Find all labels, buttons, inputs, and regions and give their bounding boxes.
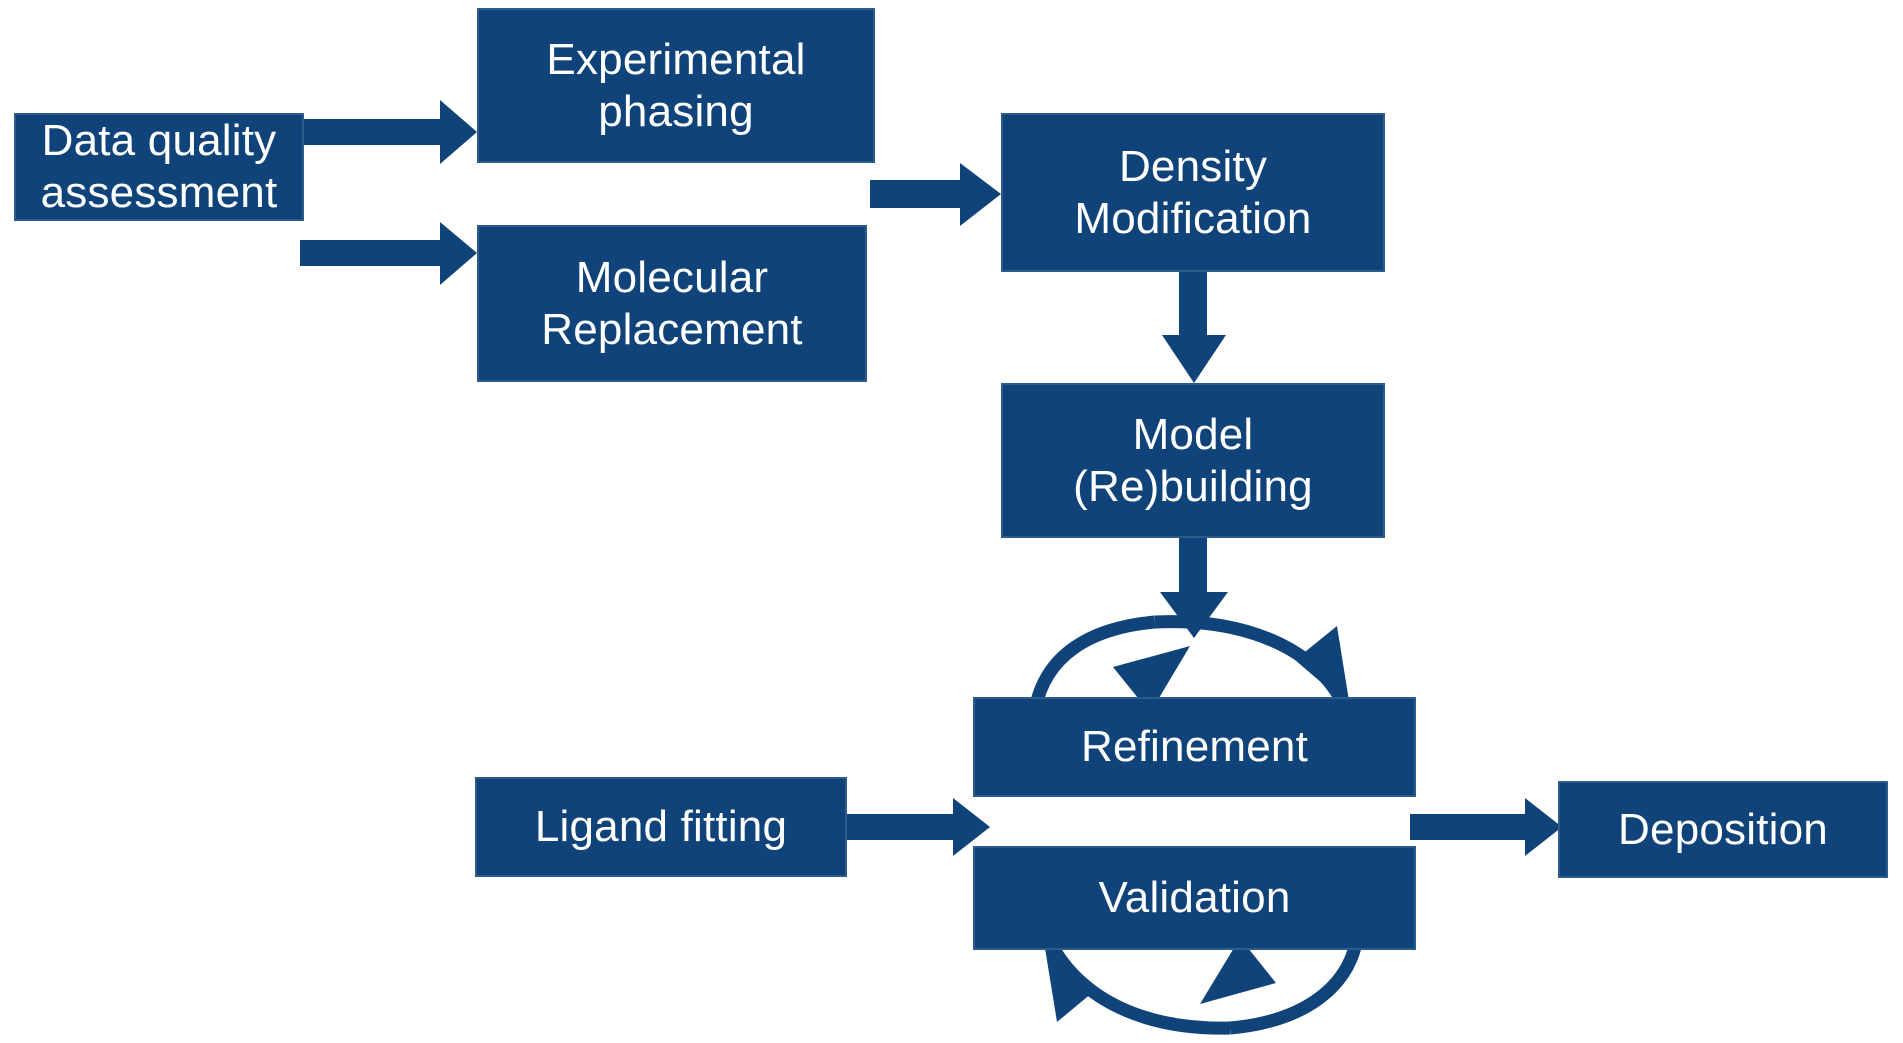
arrow-dqa-to-experimental-phasing bbox=[300, 100, 477, 164]
arrow-density-modification-to-model-rebuilding bbox=[1162, 270, 1226, 383]
cycle-arc-top-left bbox=[1028, 615, 1156, 712]
node-data-quality-assessment[interactable]: Data quality assessment bbox=[14, 113, 304, 221]
node-validation[interactable]: Validation bbox=[973, 846, 1416, 950]
node-density-modification[interactable]: Density Modification bbox=[1001, 113, 1385, 272]
cycle-arrowhead-bottom-right bbox=[1200, 938, 1276, 1004]
arrow-cycle-to-deposition bbox=[1410, 798, 1562, 856]
arrow-phasing-to-density-modification bbox=[870, 163, 1001, 226]
arrow-dqa-to-molecular-replacement bbox=[300, 222, 477, 285]
node-refinement[interactable]: Refinement bbox=[973, 697, 1416, 797]
cycle-arrowhead-top-right bbox=[1295, 626, 1350, 707]
node-molecular-replacement[interactable]: Molecular Replacement bbox=[477, 225, 867, 382]
cycle-arrowhead-bottom-left bbox=[1044, 942, 1098, 1022]
arrow-ligand-fitting-to-cycle bbox=[845, 798, 990, 856]
cycle-arrowhead-top-left bbox=[1113, 646, 1190, 713]
cycle-arc-bottom-right bbox=[1229, 936, 1364, 1035]
node-ligand-fitting[interactable]: Ligand fitting bbox=[475, 777, 847, 877]
node-experimental-phasing[interactable]: Experimental phasing bbox=[477, 8, 875, 163]
node-model-rebuilding[interactable]: Model (Re)building bbox=[1001, 383, 1385, 538]
node-deposition[interactable]: Deposition bbox=[1558, 781, 1888, 878]
arrow-model-rebuilding-to-cycle bbox=[1160, 536, 1228, 638]
